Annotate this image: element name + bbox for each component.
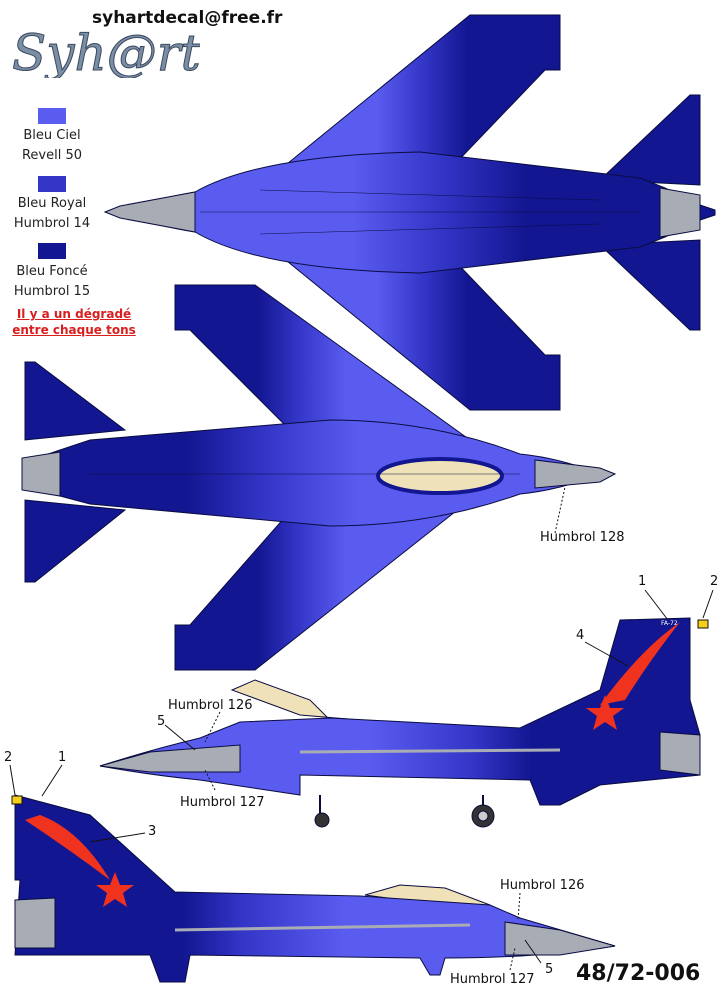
bottom-view-upper-stab [24, 361, 127, 441]
tail-code-left: FA-72 [38, 796, 55, 803]
right-profile-tail-logo [600, 622, 680, 705]
right-profile-exhaust [659, 731, 701, 776]
right-profile-aircraft [99, 617, 709, 828]
top-view-nose-cone [103, 191, 196, 233]
right-profile-star [586, 695, 624, 730]
marker-2-lower: 2 [4, 750, 13, 765]
number-leaders [9, 589, 714, 964]
top-view-aircraft [103, 14, 716, 411]
legend-paint-humbrol-15: Humbrol 15 [13, 284, 91, 299]
marker-5-upper: 5 [157, 714, 166, 729]
left-profile-aircraft [11, 794, 616, 983]
callout-humbrol-126-right: Humbrol 126 [500, 878, 585, 893]
gradient-warning-line1: Il y a un dégradé [16, 307, 132, 321]
left-profile-star [96, 872, 134, 907]
legend-label-bleu-royal: Bleu Royal [17, 196, 87, 211]
gradient-warning-line2: entre chaque tons [12, 323, 136, 337]
right-profile-roundel [697, 619, 709, 629]
marker-1-lower: 1 [58, 750, 67, 765]
callout-humbrol-128: Humbrol 128 [540, 530, 625, 545]
right-profile-nose-cone [99, 744, 241, 773]
top-view-exhaust [659, 187, 701, 238]
left-profile-nose-cone [504, 921, 616, 956]
marker-4: 4 [576, 628, 585, 643]
bottom-view-lower-stab [24, 499, 127, 583]
swatch-bleu-fonce [38, 243, 66, 259]
callout-humbrol-127-left: Humbrol 127 [180, 795, 265, 810]
logo-text: Syh@rt [12, 24, 200, 78]
top-view-lower-stab [598, 239, 701, 331]
contact-email: syhartdecal@free.fr [92, 8, 283, 28]
left-profile-tail-logo [25, 815, 110, 880]
legend-label-bleu-fonce: Bleu Foncé [16, 264, 88, 279]
marker-3: 3 [148, 824, 157, 839]
callout-humbrol-127-right: Humbrol 127 [450, 972, 535, 987]
marker-1-upper: 1 [638, 574, 647, 589]
left-profile-roundel [11, 795, 23, 805]
syhart-logo: Syh@rt [10, 12, 203, 83]
callout-humbrol-126-left: Humbrol 126 [168, 698, 253, 713]
marker-5-lower: 5 [545, 962, 554, 977]
right-profile-main-wheel [314, 812, 330, 828]
tail-code-right: FA-72 [661, 620, 678, 627]
bottom-view-aircraft [21, 284, 617, 671]
bottom-view-intake-oval [376, 457, 504, 495]
sheet-reference: 48/72-006 [576, 961, 701, 986]
bottom-view-nose-cone [534, 459, 617, 489]
legend-paint-humbrol-14: Humbrol 14 [13, 216, 91, 231]
bottom-view-exhaust [21, 451, 61, 497]
marker-2-upper: 2 [710, 574, 719, 589]
top-view-upper-stab [598, 94, 701, 186]
left-profile-exhaust [14, 897, 56, 949]
swatch-bleu-ciel [38, 108, 66, 124]
swatch-bleu-royal [38, 176, 66, 192]
legend-paint-revell-50: Revell 50 [21, 148, 83, 163]
callout-leaders [204, 486, 566, 971]
legend-label-bleu-ciel: Bleu Ciel [23, 128, 81, 143]
